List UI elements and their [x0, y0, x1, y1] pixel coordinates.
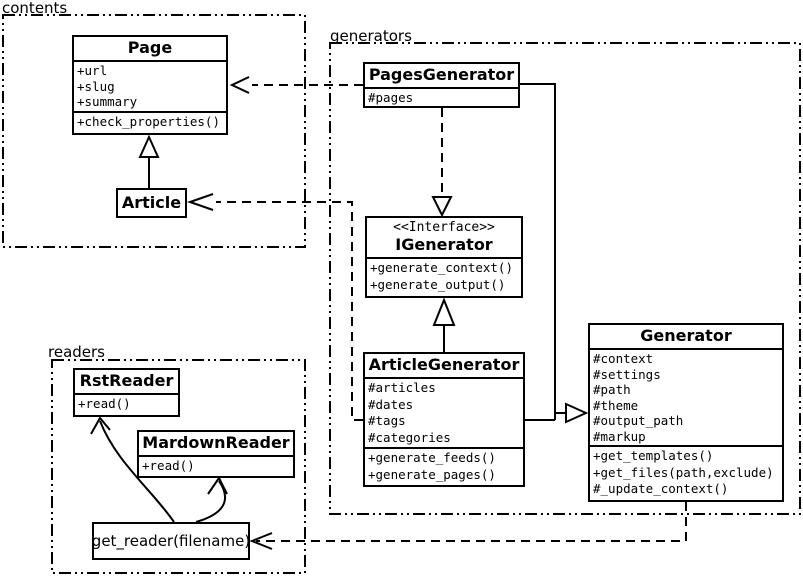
generalization-generator-triangle — [565, 402, 589, 424]
interface-stereotype: <<Interface>> — [393, 220, 495, 235]
dependency-generator-getreader-arrowhead — [249, 532, 273, 550]
class-rstreader-methods: +read() — [75, 393, 178, 414]
class-generator-title: Generator — [640, 326, 732, 345]
generalization-article-page-triangle — [138, 134, 160, 158]
method: +generate_context() — [370, 260, 513, 275]
attribute: #categories — [368, 429, 451, 445]
class-pagesgenerator-title: PagesGenerator — [368, 65, 515, 84]
attribute: +url — [77, 63, 108, 78]
class-page-methods: +check_properties() — [74, 110, 226, 132]
attribute: +summary — [77, 94, 138, 109]
package-contents-border — [2, 14, 306, 248]
class-articlegenerator-methods: +generate_feeds() +generate_pages() — [365, 447, 523, 484]
class-page-title: Page — [127, 38, 173, 57]
method: +generate_pages() — [368, 466, 496, 482]
attribute: #settings — [593, 366, 661, 382]
class-articlegenerator-title: ArticleGenerator — [368, 355, 520, 374]
realization-pagesgenerator-igenerator-triangle — [431, 196, 453, 218]
attribute: #context — [593, 351, 654, 366]
method: +check_properties() — [77, 113, 220, 129]
class-article-title: Article — [121, 193, 182, 212]
class-page-attributes: +url +slug +summary — [74, 60, 226, 111]
class-generator-methods: +get_templates() +get_files(path,exclude… — [590, 445, 782, 499]
class-mardownreader-title: MardownReader — [142, 433, 290, 452]
class-rstreader-title: RstReader — [79, 371, 174, 390]
package-contents-label: contents — [2, 0, 68, 17]
package-readers-label: readers — [48, 343, 105, 361]
attribute: #markup — [593, 428, 646, 444]
method: +generate_output() — [370, 276, 506, 292]
interface-igenerator: <<Interface>> IGenerator +generate_conte… — [365, 216, 523, 298]
attribute: #articles — [368, 380, 436, 395]
function-getreader: get_reader(filename) — [92, 522, 250, 560]
package-generators-border — [329, 42, 801, 515]
class-rstreader: RstReader +read() — [73, 368, 180, 417]
arrow-getreader-mardownreader-arrowhead — [207, 476, 228, 495]
method: +get_templates() — [593, 448, 714, 463]
class-generator-attributes: #context #settings #path #theme #output_… — [590, 348, 782, 445]
attribute: +slug — [77, 78, 115, 94]
method: #_update_context() — [593, 481, 729, 496]
attribute: #output_path — [593, 413, 684, 428]
generalization-pagesgenerator-generator-line — [520, 83, 556, 420]
attribute: #theme — [593, 397, 639, 413]
class-mardownreader-methods: +read() — [139, 455, 293, 476]
function-getreader-label: get_reader(filename) — [92, 532, 250, 550]
dependency-articlegenerator-article-arrowhead — [186, 193, 214, 211]
package-readers-border — [51, 359, 306, 574]
method: +read() — [142, 458, 195, 473]
interface-igenerator-header: <<Interface>> IGenerator — [367, 218, 521, 257]
method: +generate_feeds() — [368, 450, 496, 465]
class-article: Article — [116, 188, 187, 218]
class-articlegenerator-attributes: #articles #dates #tags #categories — [365, 377, 523, 447]
dependency-generator-getreader-line — [256, 502, 687, 542]
class-generator: Generator #context #settings #path #them… — [588, 323, 784, 502]
interface-igenerator-title: IGenerator — [395, 235, 493, 254]
class-pagesgenerator-attributes: #pages — [365, 87, 518, 106]
method: +read() — [78, 396, 131, 411]
class-pagesgenerator: PagesGenerator #pages — [363, 62, 520, 108]
dependency-articlegenerator-article-line — [216, 201, 363, 421]
arrow-getreader-rstreader-curve — [99, 420, 175, 523]
attribute: #pages — [368, 90, 414, 105]
dependency-pagesgenerator-page-arrowhead — [229, 76, 250, 94]
class-articlegenerator: ArticleGenerator #articles #dates #tags … — [363, 352, 525, 487]
class-page: Page +url +slug +summary +check_properti… — [72, 35, 228, 135]
generalization-articlegenerator-igenerator-triangle — [432, 297, 456, 326]
attribute: #tags — [368, 413, 406, 428]
class-mardownreader: MardownReader +read() — [137, 430, 295, 478]
package-generators-label: generators — [330, 27, 412, 45]
arrow-getreader-mardownreader-curve — [195, 480, 227, 523]
attribute: #path — [593, 382, 631, 397]
method: +get_files(path,exclude) — [593, 464, 774, 480]
attribute: #dates — [368, 396, 414, 412]
arrow-getreader-rstreader-arrowhead — [90, 416, 111, 435]
interface-igenerator-methods: +generate_context() +generate_output() — [367, 257, 521, 294]
